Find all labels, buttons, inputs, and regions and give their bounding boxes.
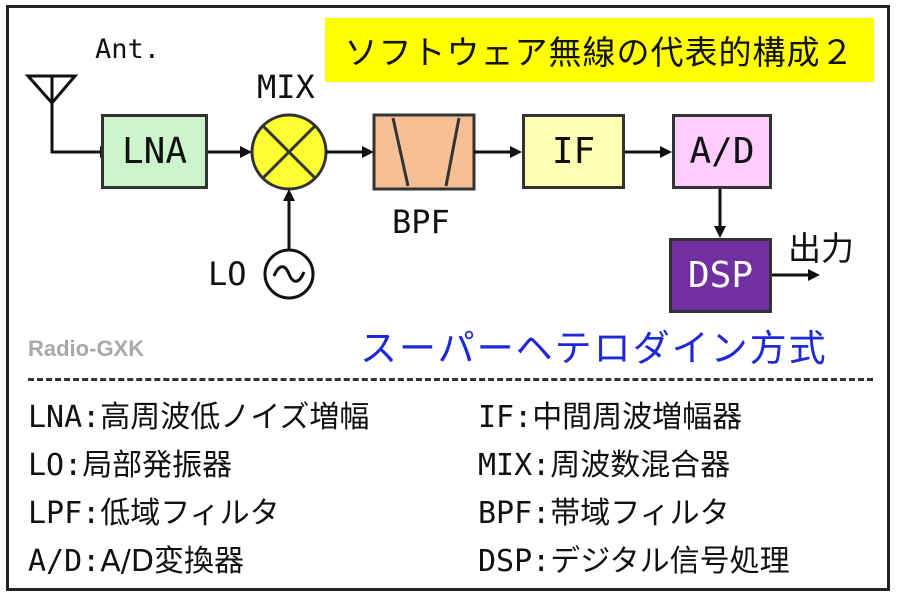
legend-desc: 帯域フィルタ — [550, 496, 730, 531]
arrow-dsp-out — [808, 269, 820, 281]
arrow-lna-mix — [240, 146, 252, 158]
arrow-lo-mix — [283, 189, 295, 201]
legend-desc: 低域フィルタ — [100, 496, 280, 531]
legend-desc: 中間周波増幅器 — [532, 400, 743, 435]
legend-abbr: IF: — [478, 400, 533, 435]
legend-abbr: DSP: — [478, 544, 551, 579]
arrow-mix-bpf — [362, 146, 374, 158]
watermark: Radio-GXK — [28, 336, 145, 361]
legend-desc: 高周波低ノイズ増幅 — [100, 400, 370, 435]
arrow-ad-dsp — [714, 226, 726, 238]
legend-item: LO:局部発振器 — [28, 440, 232, 484]
legend-item: LNA:高周波低ノイズ増幅 — [28, 392, 369, 436]
title-text: ソフトウェア無線の代表的構成２ — [344, 33, 855, 72]
legend-abbr: A/D: — [28, 544, 101, 579]
mixer-label: MIX — [257, 68, 315, 106]
dsp-block-label: DSP — [687, 255, 754, 296]
ad-block-label: A/D — [689, 131, 755, 172]
legend-desc: 周波数混合器 — [550, 448, 731, 483]
antenna-icon — [24, 74, 100, 154]
oscillator-icon — [263, 248, 315, 300]
bpf-label: BPF — [392, 203, 450, 241]
legend-item: IF:中間周波増幅器 — [478, 392, 742, 436]
lna-block-label: LNA — [121, 131, 188, 172]
divider-line — [28, 378, 873, 381]
legend-desc: 局部発振器 — [82, 448, 233, 483]
legend-desc: デジタル信号処理 — [550, 544, 790, 579]
legend-abbr: LO: — [28, 448, 83, 483]
title-banner: ソフトウェア無線の代表的構成２ — [325, 18, 874, 82]
legend-abbr: LPF: — [28, 496, 101, 531]
lna-block: LNA — [101, 114, 208, 189]
lo-label: LO — [208, 255, 247, 293]
outer-frame — [6, 5, 890, 591]
legend-item: BPF:帯域フィルタ — [478, 488, 730, 532]
arrow-bpf-if — [510, 146, 522, 158]
legend-abbr: LNA: — [28, 400, 101, 435]
legend-abbr: MIX: — [478, 448, 551, 483]
legend-abbr: BPF: — [478, 496, 551, 531]
legend-item: LPF:低域フィルタ — [28, 488, 280, 532]
legend-item: MIX:周波数混合器 — [478, 440, 730, 484]
if-block-label: IF — [551, 131, 596, 172]
legend-item: A/D:A/D変換器 — [28, 536, 244, 580]
dsp-block: DSP — [669, 238, 772, 313]
method-label: スーパーヘテロダイン方式 — [360, 327, 828, 370]
mixer-symbol — [250, 113, 328, 191]
ad-block: A/D — [672, 114, 772, 189]
bpf-block — [372, 113, 476, 191]
arrow-if-ad — [660, 146, 672, 158]
legend-desc: A/D変換器 — [100, 544, 244, 579]
if-block: IF — [522, 114, 625, 189]
antenna-label: Ant. — [95, 34, 161, 65]
legend-item: DSP:デジタル信号処理 — [478, 536, 790, 580]
output-label: 出力 — [788, 229, 854, 268]
